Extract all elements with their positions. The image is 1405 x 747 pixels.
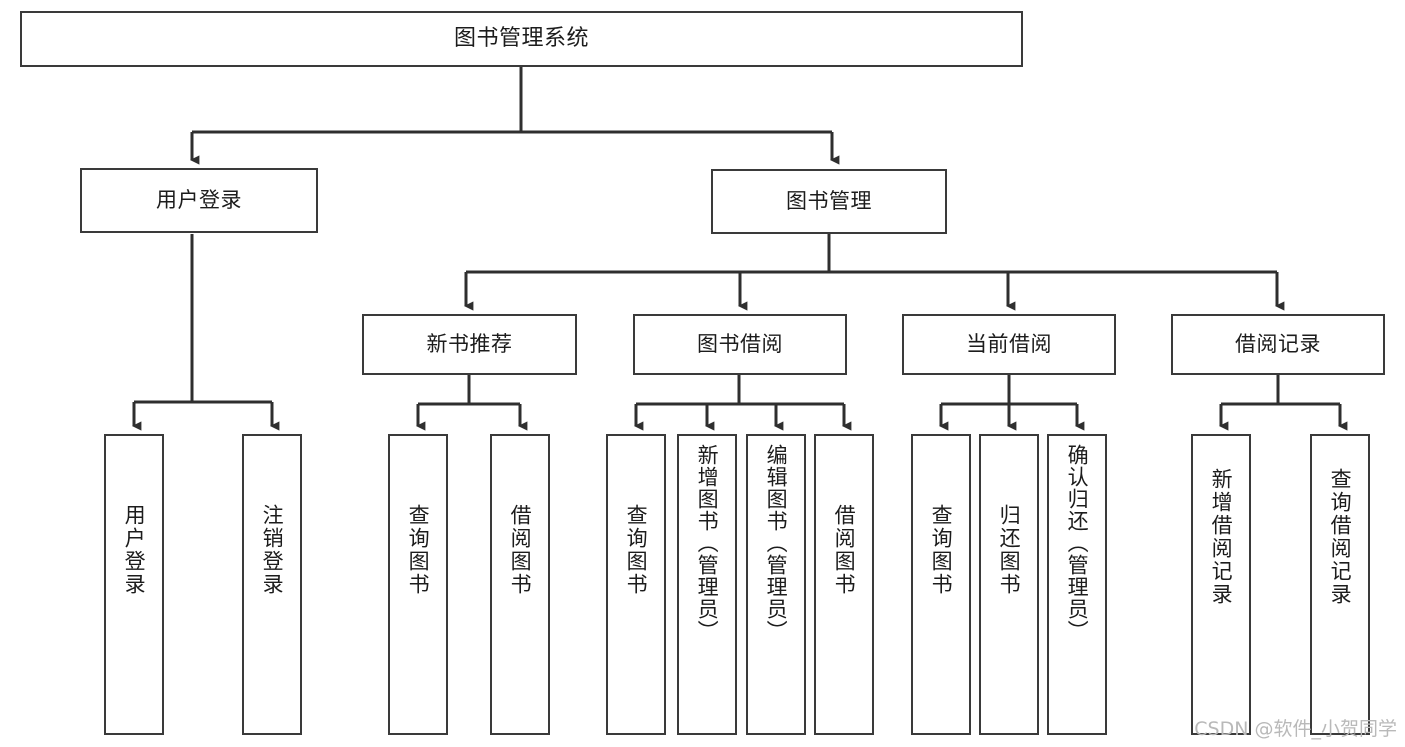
leaf-borrow-book-recommend[interactable]: 借阅图书: [490, 434, 550, 735]
leaf-add-book-admin[interactable]: 新增图书（管理员）: [677, 434, 737, 735]
node-label: 图书管理: [786, 188, 872, 213]
leaf-query-borrow-record[interactable]: 查询借阅记录: [1310, 434, 1370, 735]
leaf-add-borrow-record[interactable]: 新增借阅记录: [1191, 434, 1251, 735]
node-label: 借阅图书: [832, 504, 857, 596]
node-label: 查询图书: [929, 504, 954, 596]
leaf-query-book-borrow[interactable]: 查询图书: [606, 434, 666, 735]
node-root-system[interactable]: 图书管理系统: [20, 11, 1023, 67]
node-label: 图书管理系统: [453, 25, 589, 51]
node-label: 查询图书: [624, 504, 649, 596]
node-current-borrow[interactable]: 当前借阅: [902, 314, 1116, 375]
node-label: 确认归还（管理员）: [1065, 444, 1090, 642]
node-label: 新增图书（管理员）: [695, 444, 720, 642]
node-new-book-recommend[interactable]: 新书推荐: [362, 314, 577, 375]
leaf-query-book-recommend[interactable]: 查询图书: [388, 434, 448, 735]
node-label: 图书借阅: [697, 331, 783, 356]
node-label: 编辑图书（管理员）: [764, 444, 789, 642]
node-borrow-record[interactable]: 借阅记录: [1171, 314, 1385, 375]
leaf-user-login[interactable]: 用户登录: [104, 434, 164, 735]
node-label: 新增借阅记录: [1209, 468, 1234, 606]
node-label: 查询图书: [406, 504, 431, 596]
leaf-logout[interactable]: 注销登录: [242, 434, 302, 735]
node-label: 借阅图书: [508, 504, 533, 596]
csdn-watermark: CSDN @软件_小贺同学: [1194, 718, 1397, 740]
node-label: 用户登录: [122, 504, 147, 596]
node-label: 新书推荐: [426, 331, 513, 356]
node-label: 用户登录: [156, 187, 242, 212]
leaf-borrow-book[interactable]: 借阅图书: [814, 434, 874, 735]
node-label: 查询借阅记录: [1328, 468, 1353, 606]
node-label: 注销登录: [260, 504, 285, 596]
leaf-query-book-current[interactable]: 查询图书: [911, 434, 971, 735]
leaf-edit-book-admin[interactable]: 编辑图书（管理员）: [746, 434, 806, 735]
node-label: 当前借阅: [966, 331, 1052, 356]
leaf-return-book[interactable]: 归还图书: [979, 434, 1039, 735]
leaf-confirm-return-admin[interactable]: 确认归还（管理员）: [1047, 434, 1107, 735]
node-book-borrow[interactable]: 图书借阅: [633, 314, 847, 375]
node-label: 归还图书: [997, 504, 1022, 596]
node-book-management[interactable]: 图书管理: [711, 169, 947, 234]
node-label: 借阅记录: [1235, 331, 1321, 356]
node-user-login[interactable]: 用户登录: [80, 168, 318, 233]
